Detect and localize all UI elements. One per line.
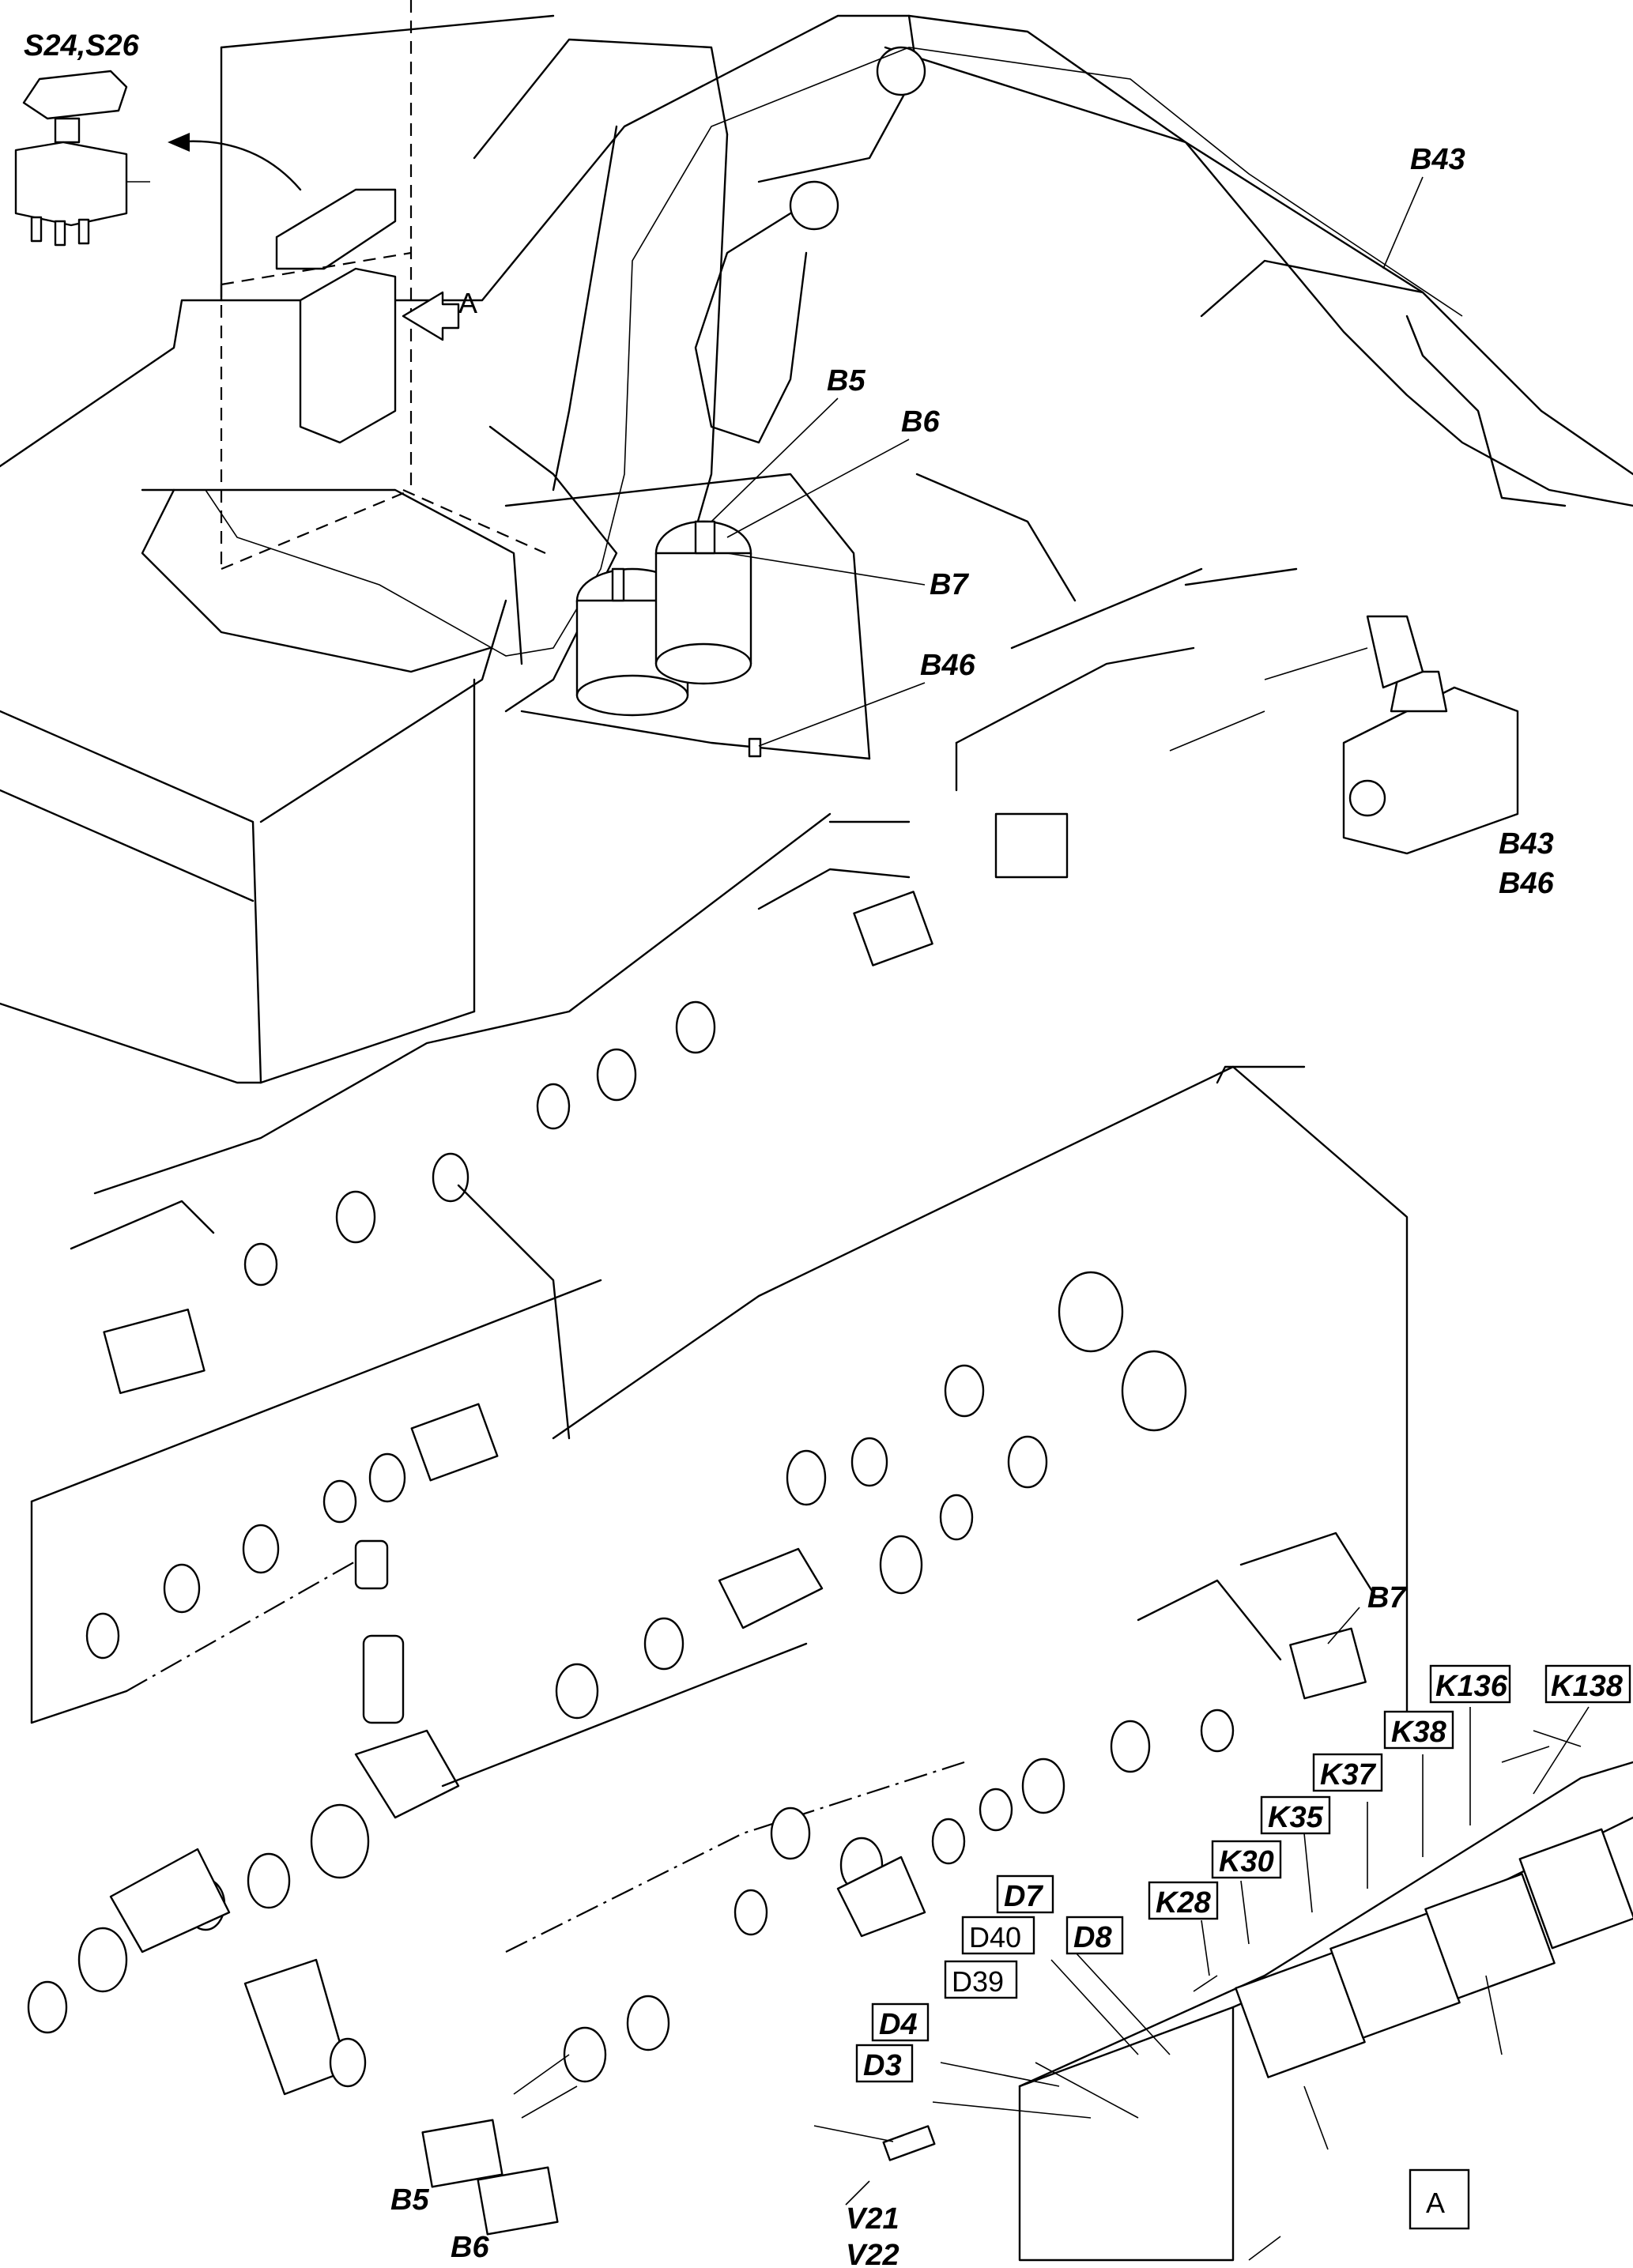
connector-chain-lower [27, 1065, 1409, 2236]
label-b7-mid: B7 [1367, 1581, 1407, 1614]
label-k28: K28 [1156, 1886, 1212, 1920]
label-leaders [711, 176, 1424, 1644]
label-d3: D3 [863, 2049, 902, 2082]
label-v22: V22 [846, 2239, 899, 2268]
label-k138: K138 [1551, 1670, 1624, 1703]
label-k136: K136 [1435, 1670, 1508, 1703]
label-k35: K35 [1268, 1801, 1324, 1834]
sensor-b43-b46 [955, 615, 1519, 879]
label-d40: D40 [969, 1921, 1021, 1953]
label-b43-right: B43 [1499, 827, 1554, 861]
label-k38: K38 [1391, 1716, 1447, 1749]
label-b43-top: B43 [1410, 143, 1465, 176]
connector-chain-upper [70, 812, 1306, 1395]
label-d39: D39 [952, 1965, 1004, 1998]
label-b5-top: B5 [827, 364, 866, 397]
label-view-a: A [1426, 2187, 1445, 2219]
relay-label-boxes [855, 1664, 1631, 2230]
label-s24-s26: S24,S26 [24, 29, 140, 62]
label-b46-right: B46 [1499, 867, 1555, 900]
label-b6-top: B6 [901, 405, 940, 439]
label-k30: K30 [1219, 1845, 1274, 1878]
switch-s24-s26 [14, 70, 150, 247]
label-b46-top: B46 [920, 649, 976, 682]
relay-block [932, 1706, 1633, 2262]
label-d7: D7 [1004, 1880, 1043, 1913]
label-b6-bottom: B6 [451, 2231, 489, 2264]
label-d8: D8 [1073, 1921, 1112, 1954]
label-d4: D4 [879, 2008, 918, 2041]
label-k37: K37 [1320, 1758, 1377, 1791]
label-b5-bottom: B5 [390, 2183, 429, 2217]
label-b7-top: B7 [930, 568, 969, 601]
machine-body [0, 0, 1633, 1084]
label-arrow-a: A [458, 287, 477, 319]
label-v21: V21 [846, 2202, 899, 2236]
